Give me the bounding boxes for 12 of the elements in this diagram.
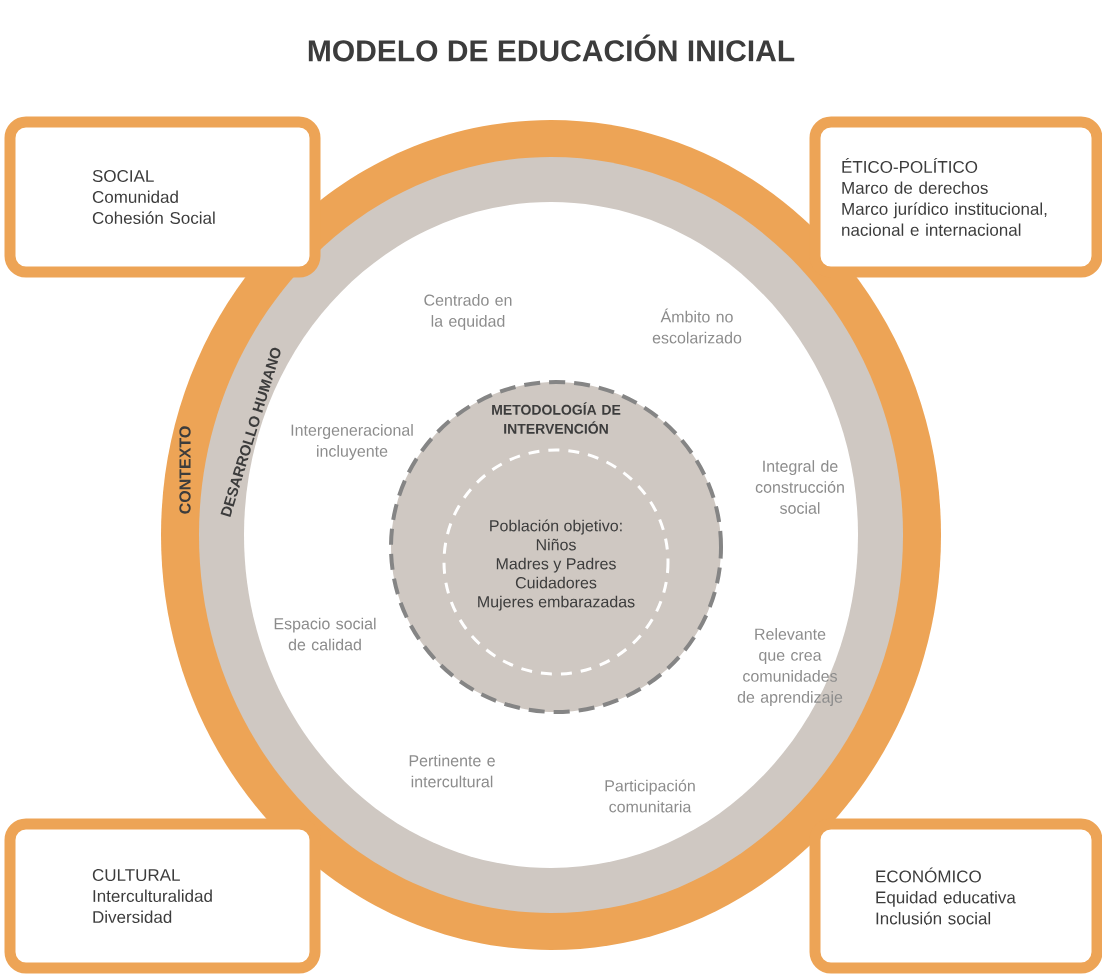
category-box: ECONÓMICO Equidad educativa Inclusión social bbox=[809, 818, 1102, 974]
principle-text: Pertinente e intercultural bbox=[409, 754, 495, 788]
principle-text: Centrado en la equidad bbox=[424, 294, 512, 330]
principle-text: Ámbito no escolarizado bbox=[652, 308, 742, 344]
category-box: CULTURAL Interculturalidad Diversidad bbox=[4, 818, 321, 974]
category-box: ÉTICO-POLÍTICO Marco de derechos Marco jurídico institucional, nacional e internacional bbox=[809, 116, 1102, 278]
principle-text: Participación comunitaria bbox=[605, 779, 695, 813]
category-box: SOCIAL Comunidad Cohesión Social bbox=[4, 116, 321, 278]
principle-text: Integral de construcción social bbox=[755, 460, 844, 514]
principle-text: Relevante que crea comunidades de aprendizaje bbox=[737, 628, 843, 706]
principle-text: Espacio social de calidad bbox=[274, 617, 376, 651]
title: MODELO DE EDUCACIÓN INICIAL bbox=[308, 34, 795, 62]
